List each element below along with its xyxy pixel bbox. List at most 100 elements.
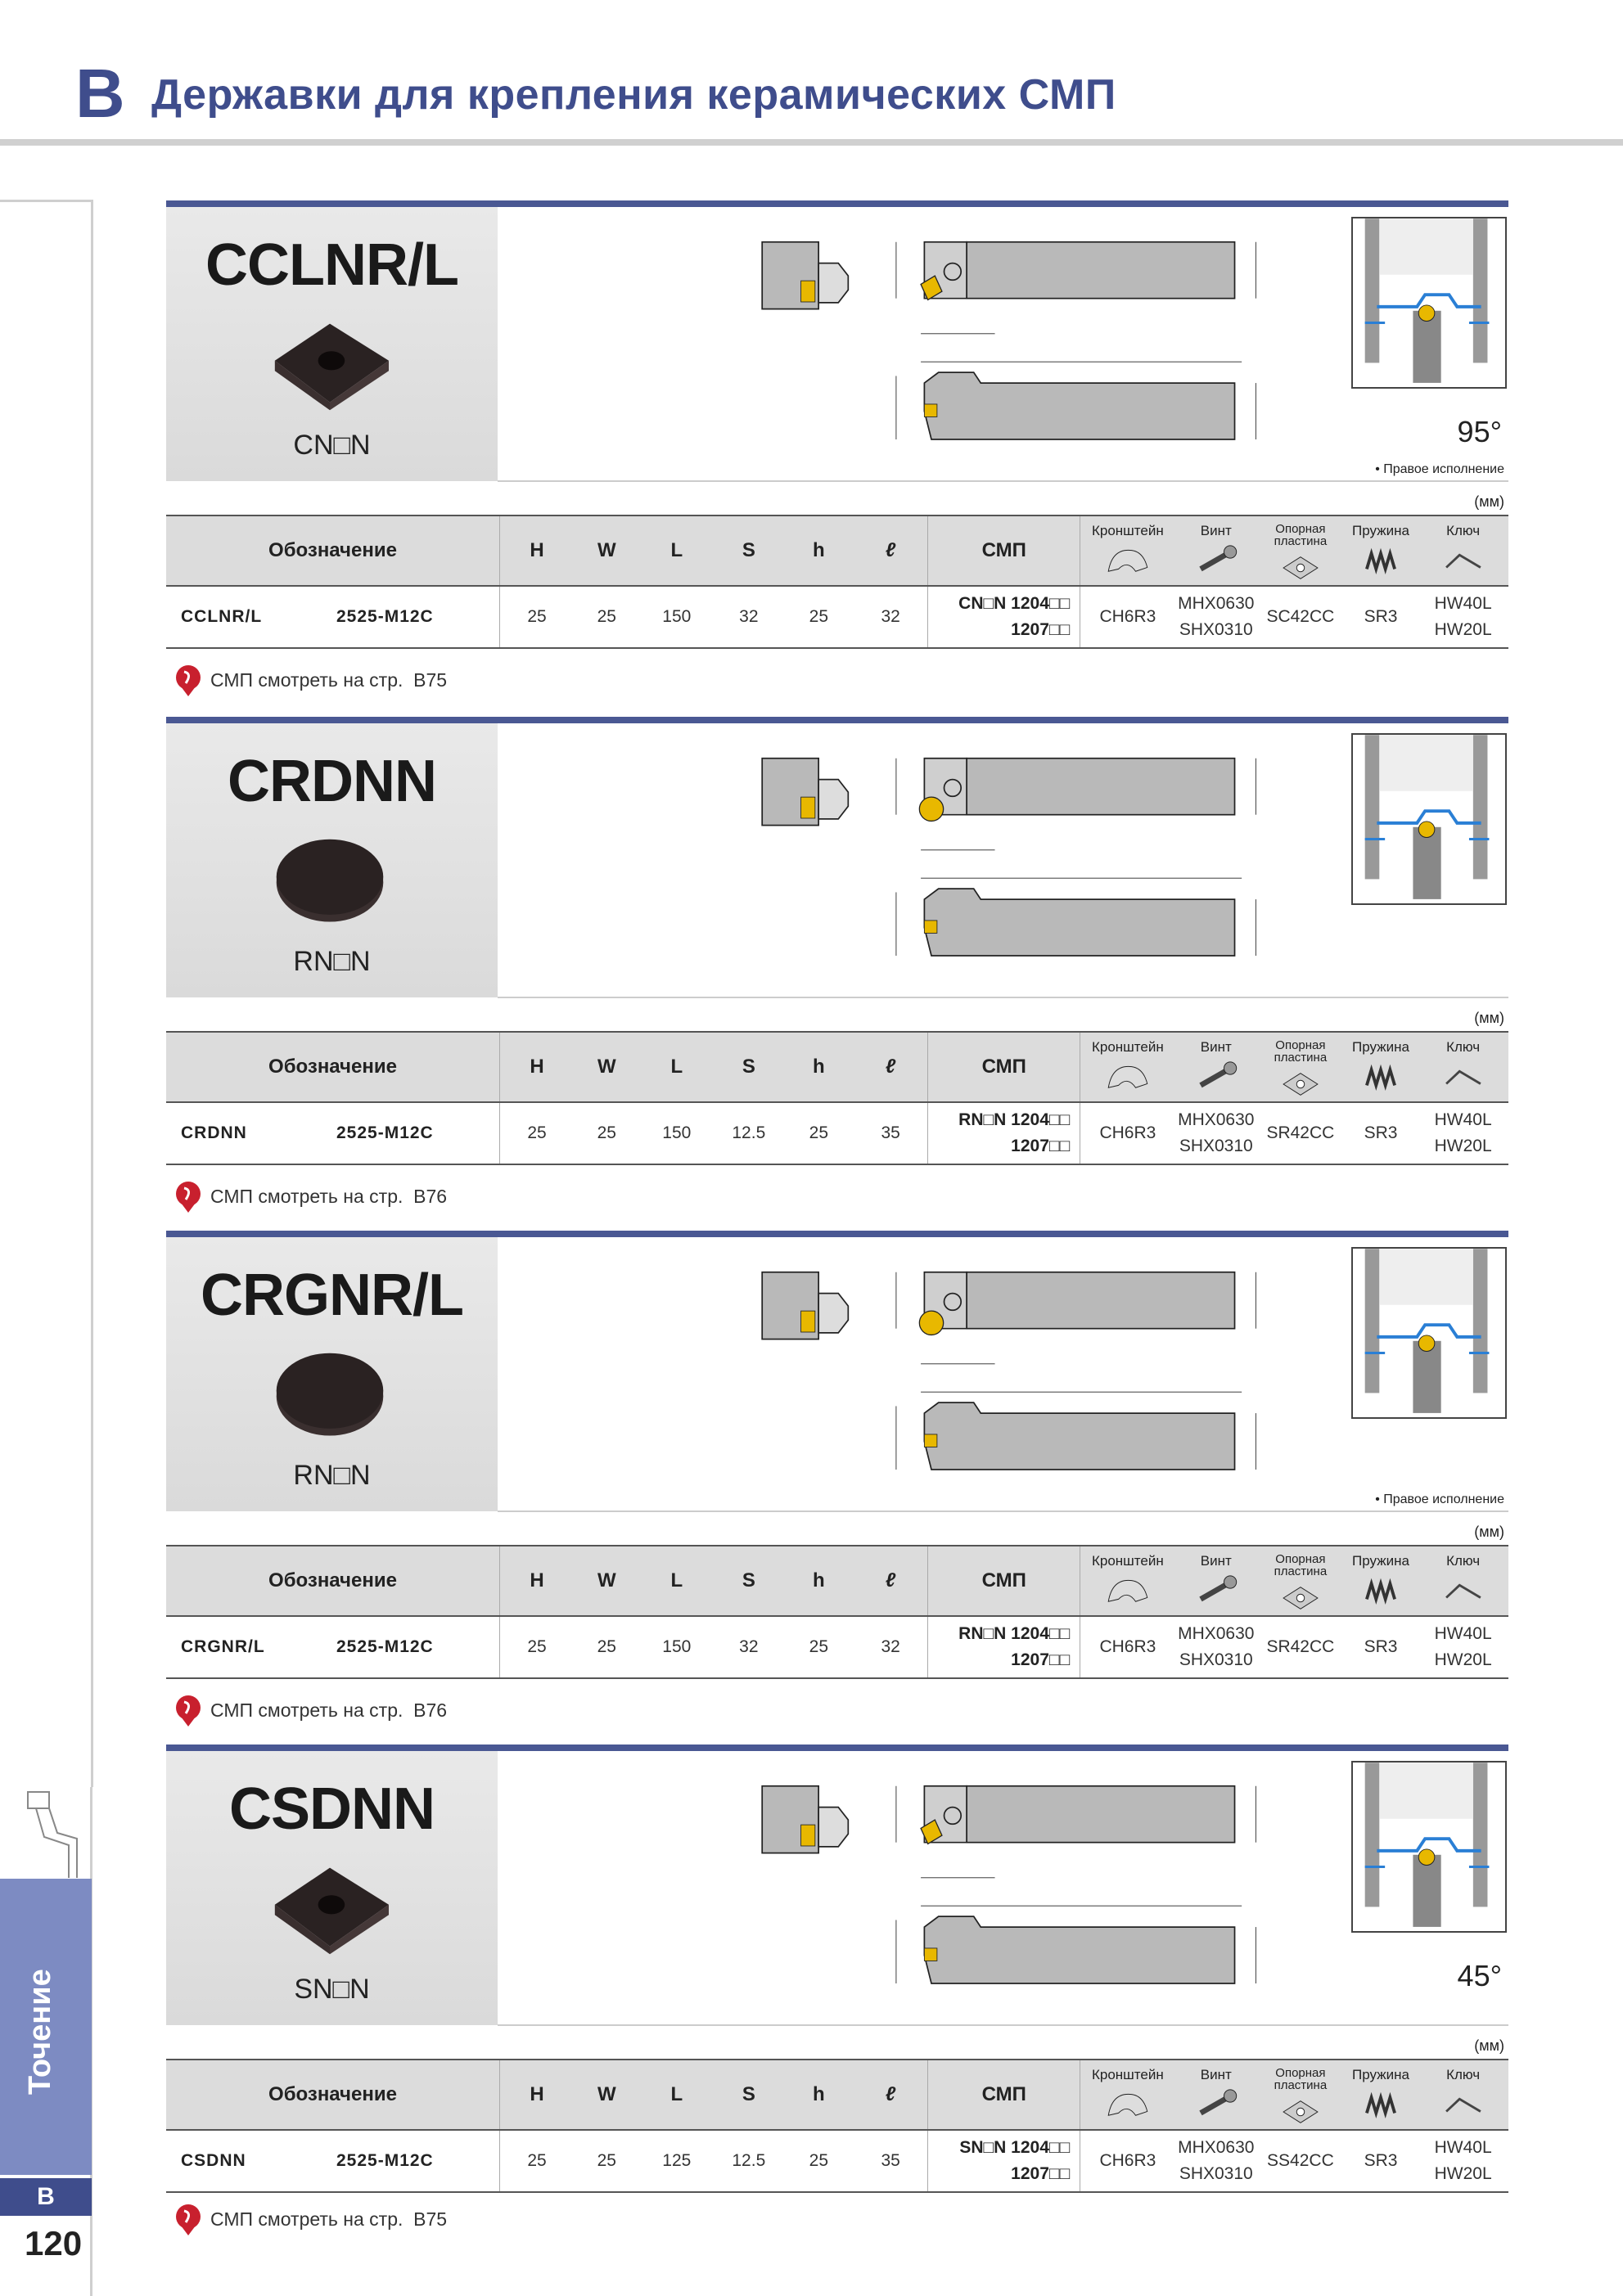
see-page-link[interactable]: СМП смотреть на стр. B76 — [174, 1180, 447, 1213]
see-page-link[interactable]: СМП смотреть на стр. B76 — [174, 1694, 447, 1727]
cell-spring: SR3 — [1343, 1616, 1418, 1679]
insert-1207: 1207□□ — [1011, 1650, 1071, 1669]
designation-size: 2525-M12C — [336, 1637, 434, 1656]
section-divider — [498, 997, 1508, 998]
insert-1207: 1207□□ — [1011, 2164, 1071, 2183]
col-h: h — [783, 1545, 854, 1617]
screw-1: MHX0630 — [1178, 594, 1255, 613]
designation-series: CRGNR/L — [181, 1637, 265, 1656]
product-name: CRDNN — [228, 749, 437, 814]
screw-icon — [1199, 1061, 1237, 1088]
insert-code: RN□N — [293, 1460, 371, 1491]
col-L: L — [639, 515, 715, 587]
key-label: Ключ — [1446, 523, 1481, 538]
screw-label: Винт — [1200, 523, 1232, 538]
designation-size: 2525-M12C — [336, 2151, 434, 2170]
bracket-icon — [1107, 549, 1148, 572]
key-1: HW40L — [1434, 1110, 1492, 1129]
spring-icon — [1365, 1064, 1396, 1092]
header-rule — [0, 139, 1623, 146]
col-key: Ключ — [1418, 1545, 1508, 1617]
col-designation: Обозначение — [166, 2059, 500, 2131]
plate-icon — [1283, 2100, 1319, 2123]
spring-icon — [1365, 2091, 1396, 2119]
col-screw: Винт — [1174, 1031, 1258, 1103]
cell-plate: SC42CC — [1257, 586, 1344, 649]
col-H: H — [498, 1031, 575, 1103]
turning-tool-icon — [27, 1791, 78, 1878]
holder-drawing — [761, 1785, 1256, 1984]
insert-1204: CN□N 1204□□ — [958, 594, 1071, 613]
screw-icon — [1199, 1575, 1237, 1602]
col-plate: Опорная пластина — [1257, 2059, 1344, 2131]
insert-code: SN□N — [294, 1974, 370, 2005]
key-1: HW40L — [1434, 2138, 1492, 2157]
section-divider — [498, 1510, 1508, 1512]
col-S: S — [714, 515, 784, 587]
cell-L: 150 — [639, 1102, 715, 1165]
cell-l: 35 — [854, 2130, 928, 2193]
approach-angle: 95° — [1457, 415, 1502, 448]
col-spring: Пружина — [1343, 515, 1418, 587]
product-section: CCLNR/L CN□N 95° • Правое исполнение (мм… — [166, 200, 1508, 708]
hand-note: • Правое исполнение — [1375, 1492, 1504, 1506]
plate-label: Опорная пластина — [1274, 1552, 1328, 1578]
see-page-link[interactable]: СМП смотреть на стр. B75 — [174, 2203, 447, 2235]
key-1: HW40L — [1434, 1624, 1492, 1643]
col-L: L — [639, 1031, 715, 1103]
cell-spring: SR3 — [1343, 586, 1418, 649]
insert-image — [274, 323, 389, 411]
cell-h: 25 — [783, 2130, 854, 2193]
bracket-icon — [1107, 2093, 1148, 2116]
col-H: H — [498, 1545, 575, 1617]
pin-icon — [176, 2204, 201, 2235]
spec-table: Обозначение H W L S h ℓ СМП Кронштейн Ви… — [166, 2059, 1508, 2193]
col-bracket: Кронштейн — [1080, 1545, 1175, 1617]
col-designation: Обозначение — [166, 1031, 500, 1103]
screw-icon — [1199, 2089, 1237, 2116]
section-divider — [498, 480, 1508, 482]
col-S: S — [714, 1545, 784, 1617]
see-page: B76 — [413, 1699, 448, 1721]
designation-size: 2525-M12C — [336, 607, 434, 626]
see-page-link[interactable]: СМП смотреть на стр. B75 — [174, 664, 447, 696]
section-letter: B — [75, 55, 125, 132]
see-page: B75 — [413, 669, 448, 691]
screw-1: MHX0630 — [1178, 2138, 1255, 2157]
bracket-label: Кронштейн — [1091, 523, 1164, 538]
holder-drawing — [761, 241, 1256, 440]
section-bar — [166, 200, 1508, 207]
cell-l: 32 — [854, 586, 928, 649]
side-tab-turning[interactable] — [0, 1879, 92, 2175]
cell-l: 32 — [854, 1616, 928, 1679]
col-insert: СМП — [927, 1031, 1080, 1103]
spring-icon — [1365, 1578, 1396, 1605]
product-name: CSDNN — [228, 1776, 435, 1842]
cell-plate: SR42CC — [1257, 1102, 1344, 1165]
units-label: (мм) — [1474, 493, 1504, 510]
cell-W: 25 — [574, 1616, 640, 1679]
application-diagram — [1351, 1761, 1507, 1933]
units-label: (мм) — [1474, 2037, 1504, 2054]
col-bracket: Кронштейн — [1080, 1031, 1175, 1103]
cell-W: 25 — [574, 1102, 640, 1165]
see-label: СМП смотреть на стр. — [210, 1699, 403, 1721]
cell-S: 32 — [714, 1616, 784, 1679]
cell-H: 25 — [498, 586, 575, 649]
col-spring: Пружина — [1343, 1031, 1418, 1103]
col-plate: Опорная пластина — [1257, 1545, 1344, 1617]
col-W: W — [574, 1031, 640, 1103]
key-icon — [1445, 1069, 1481, 1085]
key-2: HW20L — [1434, 2164, 1492, 2183]
table-header: Обозначение H W L S h ℓ СМП Кронштейн Ви… — [166, 1545, 1508, 1617]
pin-icon — [176, 1695, 201, 1727]
